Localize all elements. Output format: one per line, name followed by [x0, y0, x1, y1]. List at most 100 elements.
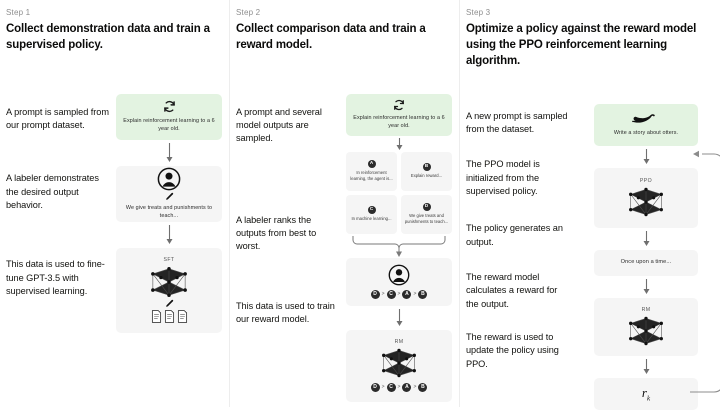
step-2-caption-1: A prompt and several model outputs are s… — [236, 106, 322, 144]
document-icon — [151, 310, 161, 324]
ppo-tag: PPO — [639, 177, 653, 184]
step-1-body: A prompt is sampled from our prompt data… — [6, 68, 222, 398]
pencil-icon — [165, 299, 174, 308]
ppo-model-card[interactable]: PPO — [594, 167, 698, 228]
arrow-down-5 — [594, 148, 698, 165]
rank-badge-3: A — [402, 290, 412, 300]
refresh-loop-icon — [393, 99, 405, 111]
neural-net-icon — [625, 186, 667, 218]
rank-badge-2: C — [386, 290, 396, 300]
rm-rank-badge-3: A — [402, 383, 412, 393]
prompt-card-step2[interactable]: Explain reinforcement learning to a 6 ye… — [346, 93, 452, 136]
step-1-label: Step 1 — [6, 8, 31, 17]
pencil-icon — [165, 192, 174, 201]
step-3-flow: Write a story about otters. PPO — [594, 78, 698, 410]
labeler-text-step1: We give treats and punishments to teach.… — [125, 205, 213, 220]
arrow-down-8 — [594, 358, 698, 375]
rm-model-card[interactable]: RM — [346, 329, 452, 402]
output-text-a: In reinforcement learning, the agent is.… — [350, 169, 393, 181]
otter-icon — [632, 112, 660, 125]
prompt-text-step3: Write a story about otters. — [613, 130, 679, 137]
step-3-column: Step 3 Optimize a policy against the rew… — [460, 0, 720, 410]
step-3-title: Optimize a policy against the reward mod… — [466, 23, 697, 67]
output-badge-d: D — [422, 202, 431, 211]
column-divider-1 — [229, 0, 230, 407]
person-icon — [388, 264, 410, 286]
ranking-row-rm: D > C > A > B — [370, 383, 428, 393]
rank-separator: > — [413, 384, 417, 391]
sft-model-card[interactable]: SFT — [116, 247, 222, 333]
arrow-down-7 — [594, 278, 698, 295]
person-icon — [157, 167, 181, 191]
rank-separator: > — [397, 291, 401, 298]
output-card-a[interactable]: A In reinforcement learning, the agent i… — [346, 151, 397, 191]
document-icon-group — [151, 310, 188, 324]
prompt-text-step1: Explain reinforcement learning to a 6 ye… — [123, 118, 215, 133]
step-1-caption-1: A prompt is sampled from our prompt data… — [6, 106, 109, 131]
step-1-column: Step 1 Collect demonstration data and tr… — [0, 0, 229, 407]
reward-card[interactable]: rk — [594, 377, 698, 410]
output-text-d: We give treats and punishments to teach.… — [404, 212, 449, 224]
sampled-outputs-grid: A In reinforcement learning, the agent i… — [346, 151, 452, 234]
converge-brace — [346, 234, 452, 258]
output-badge-c: C — [367, 205, 376, 214]
neural-net-icon — [378, 347, 420, 379]
step-2-title: Collect comparison data and train a rewa… — [236, 23, 426, 51]
step-3-label: Step 3 — [466, 8, 491, 17]
step-1-caption-3: This data is used to fine-tune GPT-3.5 w… — [6, 259, 105, 297]
step-1-title: Collect demonstration data and train a s… — [6, 23, 210, 51]
step-3-caption-4: The reward model calculates a reward for… — [466, 271, 558, 309]
output-card-b[interactable]: B Explain reward... — [401, 151, 452, 191]
output-card-c[interactable]: C In machine learning... — [346, 194, 397, 234]
arrow-down-1 — [116, 142, 222, 163]
rm-rank-badge-4: B — [418, 383, 428, 393]
output-badge-a: A — [367, 159, 376, 168]
output-card-d[interactable]: D We give treats and punishments to teac… — [401, 194, 452, 234]
step-2-body: A prompt and several model outputs are s… — [236, 68, 452, 402]
rm-model-card-step3[interactable]: RM — [594, 297, 698, 356]
refresh-loop-icon — [163, 100, 176, 113]
rank-badge-4: B — [418, 290, 428, 300]
rm-rank-badge-2: C — [386, 383, 396, 393]
step-2-column: Step 2 Collect comparison data and train… — [230, 0, 459, 407]
prompt-card-step3[interactable]: Write a story about otters. — [594, 103, 698, 146]
step-1-caption-2: A labeler demonstrates the desired outpu… — [6, 173, 99, 211]
document-icon — [177, 310, 187, 324]
document-icon — [164, 310, 174, 324]
step-2-caption-2: A labeler ranks the outputs from best to… — [236, 214, 317, 252]
ranking-row-labeler: D > C > A > B — [370, 290, 428, 300]
step-3-caption-3: The policy generates an output. — [466, 223, 563, 247]
arrow-down-3 — [346, 137, 452, 150]
sft-tag: SFT — [163, 257, 175, 264]
neural-net-icon — [147, 265, 191, 299]
step-3-caption-2: The PPO model is initialized from the su… — [466, 159, 540, 196]
generated-output-card[interactable]: Once upon a time... — [594, 249, 698, 276]
rm-tag-step3: RM — [641, 306, 651, 313]
step-1-captions: A prompt is sampled from our prompt data… — [6, 68, 110, 299]
prompt-card-step1[interactable]: Explain reinforcement learning to a 6 ye… — [116, 93, 222, 140]
step-2-captions: A prompt and several model outputs are s… — [236, 68, 340, 327]
reward-symbol: rk — [641, 384, 651, 403]
rank-separator: > — [413, 291, 417, 298]
column-divider-2 — [459, 0, 460, 407]
arrow-down-6 — [594, 230, 698, 247]
labeler-card-step1[interactable]: We give treats and punishments to teach.… — [116, 165, 222, 222]
step-3-body: A new prompt is sampled from the dataset… — [466, 78, 720, 410]
step-3-captions: A new prompt is sampled from the dataset… — [466, 78, 570, 371]
labeler-card-step2[interactable]: D > C > A > B — [346, 257, 452, 306]
step-3-caption-5: The reward is used to update the policy … — [466, 332, 559, 369]
rank-separator: > — [381, 291, 385, 298]
rank-badge-1: D — [370, 290, 380, 300]
rm-tag: RM — [394, 339, 404, 346]
neural-net-icon — [625, 315, 667, 347]
arrow-down-4 — [346, 308, 452, 327]
step-2-label: Step 2 — [236, 8, 261, 17]
arrow-down-2 — [116, 224, 222, 245]
output-text-b: Explain reward... — [410, 172, 443, 178]
step-2-flow: Explain reinforcement learning to a 6 ye… — [346, 68, 452, 402]
prompt-text-step2: Explain reinforcement learning to a 6 ye… — [353, 115, 445, 130]
step-1-flow: Explain reinforcement learning to a 6 ye… — [116, 68, 222, 333]
rank-separator: > — [381, 384, 385, 391]
output-badge-b: B — [422, 162, 431, 171]
